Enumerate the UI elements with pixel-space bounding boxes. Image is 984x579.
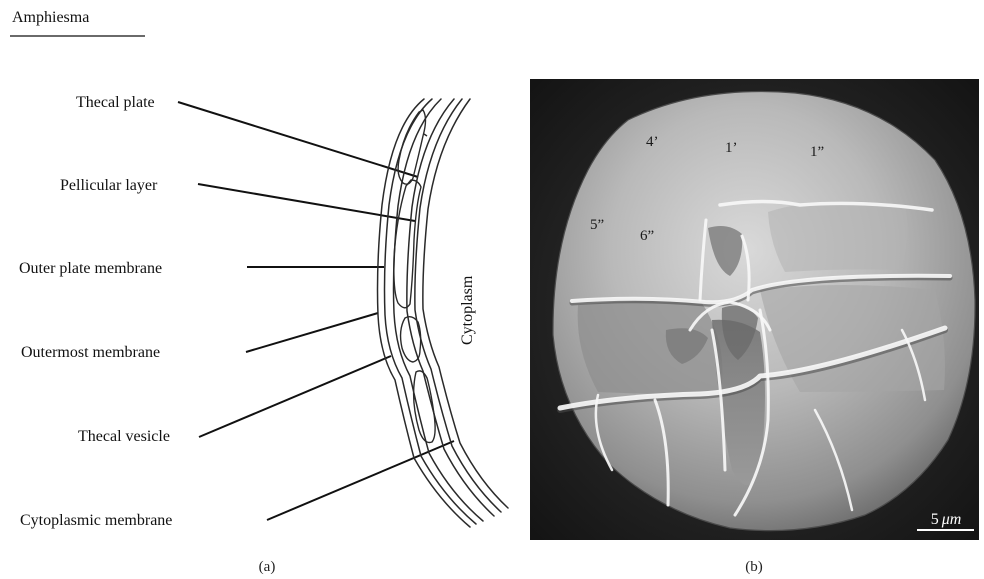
panel-b-caption: (b) — [745, 559, 763, 575]
label-outermost-membrane: Outermost membrane — [21, 344, 160, 361]
label-pellicular-layer: Pellicular layer — [60, 177, 158, 194]
label-cytoplasmic-membrane: Cytoplasmic membrane — [20, 512, 172, 529]
leader-cytoplasmic-membrane — [267, 441, 454, 520]
upper-right-recess — [768, 201, 908, 272]
label-thecal-plate: Thecal plate — [76, 94, 155, 111]
panel-a-caption: (a) — [259, 559, 276, 575]
scale-bar-value: 5 — [931, 511, 939, 528]
scale-bar-unit: μm — [941, 511, 962, 528]
label-cytoplasm: Cytoplasm — [459, 275, 476, 345]
plate-label-6-double-prime: 6” — [640, 228, 654, 244]
label-outer-plate-membrane: Outer plate membrane — [19, 260, 162, 277]
plate-label-4-prime: 4’ — [646, 134, 659, 150]
panel-a: Thecal plate Pellicular layer Outer plat… — [19, 94, 508, 575]
plate-label-1-prime: 1’ — [725, 140, 738, 156]
plate-label-1-double-prime: 1” — [810, 144, 824, 160]
header: Amphiesma — [10, 9, 145, 36]
leader-thecal-vesicle — [199, 356, 391, 437]
amphiesma-wall — [378, 99, 509, 527]
leader-thecal-plate — [178, 102, 418, 177]
leader-outermost-membrane — [246, 313, 378, 352]
plate-label-5-double-prime: 5” — [590, 217, 604, 233]
label-thecal-vesicle: Thecal vesicle — [78, 428, 170, 445]
header-title: Amphiesma — [12, 9, 89, 26]
